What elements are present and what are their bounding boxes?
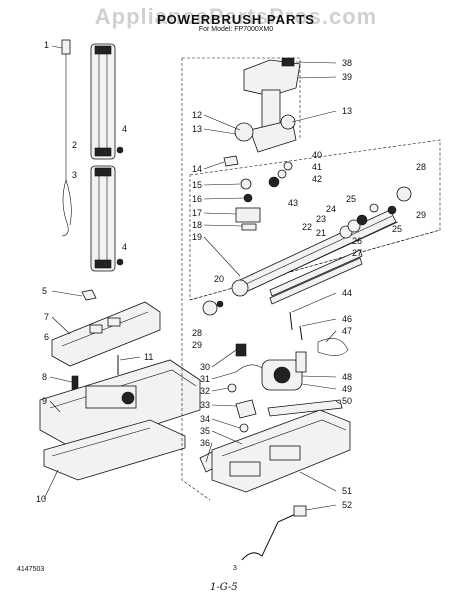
watermark: AppliancePartsPros.com [94,4,378,29]
knob-part [240,178,252,190]
clip-part [116,146,124,154]
callout-label: 5 [42,286,47,296]
callout-label: 34 [200,414,210,424]
clip-part [116,258,124,266]
callout-label: 21 [316,228,326,238]
end-cap-part [231,279,249,297]
base-housing-part [39,359,201,451]
clip-part [241,223,257,231]
handwritten-note: 1-G-5 [210,582,238,593]
axle-part [267,399,343,417]
bearing-part [396,186,412,202]
callout-label: 20 [214,274,224,284]
callout-label: 39 [342,72,352,82]
callout-label: 19 [192,232,202,242]
brush-strip-part [269,249,363,305]
callout-label: 42 [312,174,322,184]
callout-label: 15 [192,180,202,190]
callout-label: 38 [342,58,352,68]
wheel-part [235,399,257,419]
callout-label: 25 [346,194,356,204]
base-plate-part [211,409,351,493]
callout-label: 11 [144,352,153,362]
callout-label: 10 [36,494,46,504]
callout-label: 36 [200,438,210,448]
callout-label: 22 [302,222,312,232]
callout-label: 18 [192,220,202,230]
page-number: 3 [233,565,237,572]
callout-label: 28 [416,162,426,172]
callout-label: 49 [342,384,352,394]
callout-label: 40 [312,150,322,160]
callout-label: 50 [342,396,352,406]
callout-label: 28 [192,328,202,338]
callout-label: 12 [192,110,202,120]
callout-label: 9 [42,396,47,406]
callout-label: 46 [342,314,352,324]
callout-label: 16 [192,194,202,204]
callout-label: 6 [44,332,49,342]
spring-part [243,193,253,203]
lens-part [81,289,97,301]
neck-yoke-part [234,57,301,153]
callout-label: 8 [42,372,47,382]
callout-label: 13 [342,106,352,116]
leader-lines [43,45,341,511]
document-number: 4147503 [17,566,45,573]
callout-label: 47 [342,326,352,336]
callout-label: 24 [326,204,336,214]
callout-label: 27 [352,248,362,258]
belt-part [317,338,349,356]
callout-label: 29 [416,210,426,220]
fluorescent-tube-lower [90,165,116,272]
callout-label: 44 [342,288,352,298]
callout-label: 32 [200,386,210,396]
callout-label: 23 [316,214,326,224]
callout-label: 17 [192,208,202,218]
model-subtitle: For Model: FP7000XM0 [198,26,274,33]
callout-label: 26 [352,236,362,246]
callout-label: 2 [72,140,77,150]
callout-label: 33 [200,400,210,410]
callout-label: 51 [342,486,352,496]
callout-label: 29 [192,340,202,350]
bumper-part [43,419,186,481]
callout-label: 31 [200,374,210,384]
callout-label: 35 [200,426,210,436]
motor-part [261,351,307,391]
callout-label: 4 [122,124,127,134]
callout-label: 30 [200,362,210,372]
crank-part [241,511,301,561]
switch-part [235,343,247,357]
callout-label: 43 [288,198,298,208]
callout-label: 52 [342,500,352,510]
callout-label: 3 [72,170,77,180]
callout-label: 25 [392,224,402,234]
callout-label: 7 [44,312,49,322]
callout-label: 14 [192,164,202,174]
fluorescent-tube-upper [90,43,116,160]
diagram-title: POWERBRUSH PARTS [156,12,316,27]
callout-label: 1 [44,40,49,50]
callout-label: 4 [122,242,127,252]
callout-label: 48 [342,372,352,382]
power-cord-part [61,39,72,237]
button-part [223,155,239,167]
callout-label: 13 [192,124,202,134]
hood-cover-part [51,301,161,367]
callout-label: 41 [312,162,322,172]
bracket-part [235,207,261,223]
